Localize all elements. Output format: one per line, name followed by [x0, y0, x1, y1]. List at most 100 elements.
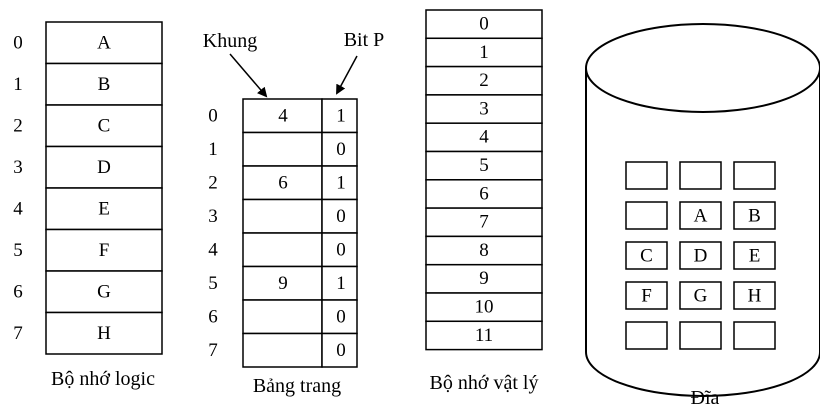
frame-header-arrow [229, 53, 268, 98]
page-table-frame: 4 [278, 106, 288, 127]
logical-memory-cell [45, 21, 163, 65]
logical-memory-caption: Bộ nhớ logic [51, 368, 155, 390]
disk-caption: Đĩa [691, 387, 720, 409]
page-table-bit-cell [321, 98, 358, 134]
logical-page-value: G [97, 282, 111, 303]
disk-block-label: E [749, 246, 761, 267]
logical-page-value: B [98, 74, 111, 95]
logical-page-index: 3 [13, 157, 23, 178]
logical-page-index: 2 [13, 116, 23, 137]
physical-frame-number: 11 [475, 325, 493, 346]
page-table-bit: 0 [336, 139, 346, 160]
physical-frame [425, 122, 543, 153]
page-table-index: 5 [208, 273, 218, 294]
physical-frame-number: 5 [479, 155, 489, 176]
page-table-index: 7 [208, 340, 218, 361]
logical-page-index: 0 [13, 33, 23, 54]
logical-memory-cell [45, 145, 163, 189]
logical-page-value: A [97, 33, 111, 54]
page-table-frame-cell [242, 332, 323, 368]
page-table-frame-cell [242, 198, 323, 234]
page-table-index: 4 [208, 240, 218, 261]
bit-header-arrow [336, 55, 358, 95]
page-table-bit: 1 [336, 273, 346, 294]
page-table-bit-cell [321, 198, 358, 234]
logical-page-index: 1 [13, 74, 23, 95]
page-table-bit: 1 [336, 173, 346, 194]
bit-column-header: Bit P [344, 29, 385, 51]
logical-page-value: E [98, 199, 110, 220]
logical-memory-cell [45, 311, 163, 355]
page-table-index: 1 [208, 139, 218, 160]
logical-memory-cell [45, 62, 163, 106]
page-table-frame: 6 [278, 173, 288, 194]
logical-page-index: 4 [13, 199, 23, 220]
physical-frame-number: 6 [479, 183, 489, 204]
logical-page-index: 6 [13, 282, 23, 303]
page-table-bit-cell [321, 265, 358, 301]
page-table-index: 6 [208, 307, 218, 328]
disk-block [679, 281, 722, 310]
disk-block [679, 321, 722, 350]
logical-page-index: 5 [13, 240, 23, 261]
page-table-bit: 0 [336, 340, 346, 361]
page-table-bit: 0 [336, 206, 346, 227]
logical-page-value: C [98, 116, 111, 137]
page-table-frame-cell [242, 299, 323, 335]
logical-memory-cell [45, 228, 163, 272]
logical-page-value: F [99, 240, 110, 261]
physical-frame [425, 320, 543, 351]
disk-block-label: B [748, 206, 761, 227]
page-table-index: 0 [208, 106, 218, 127]
page-table-frame-cell [242, 265, 323, 301]
physical-frame-number: 3 [479, 98, 489, 119]
physical-frame [425, 65, 543, 96]
disk-block-label: H [748, 286, 762, 307]
disk-cylinder [585, 23, 820, 397]
physical-frame [425, 292, 543, 323]
disk-block [625, 161, 668, 190]
physical-frame [425, 37, 543, 68]
logical-page-value: D [97, 157, 111, 178]
disk-block [679, 241, 722, 270]
disk-block [625, 201, 668, 230]
page-table-bit: 0 [336, 240, 346, 261]
frame-column-header: Khung [203, 30, 257, 52]
disk-block-label: F [641, 286, 652, 307]
physical-frame [425, 207, 543, 238]
physical-memory-caption: Bộ nhớ vật lý [430, 372, 539, 394]
physical-frame-number: 7 [479, 212, 489, 233]
page-table-bit: 1 [336, 106, 346, 127]
page-table-bit-cell [321, 332, 358, 368]
disk-block-label: A [694, 206, 708, 227]
logical-page-value: H [97, 323, 111, 344]
physical-frame-number: 9 [479, 268, 489, 289]
page-table-frame-cell [242, 165, 323, 201]
disk-block [625, 281, 668, 310]
physical-frame [425, 94, 543, 124]
physical-frame-number: 2 [479, 70, 489, 91]
disk-body [585, 68, 820, 397]
page-table-bit: 0 [336, 307, 346, 328]
physical-frame [425, 263, 543, 294]
physical-frame-number: 0 [479, 14, 489, 35]
physical-frame [425, 9, 543, 40]
physical-frame-number: 10 [475, 297, 494, 318]
disk-top [585, 23, 820, 113]
page-table-frame-cell [242, 131, 323, 167]
page-table-index: 2 [208, 173, 218, 194]
disk-block-label: C [640, 246, 653, 267]
disk-block [733, 241, 776, 270]
physical-frame-number: 8 [479, 240, 489, 261]
disk-block [679, 201, 722, 230]
page-table-bit-cell [321, 131, 358, 167]
disk-block [733, 161, 776, 190]
page-table-frame-cell [242, 232, 323, 268]
disk-block [733, 201, 776, 230]
page-table-frame: 9 [278, 273, 288, 294]
